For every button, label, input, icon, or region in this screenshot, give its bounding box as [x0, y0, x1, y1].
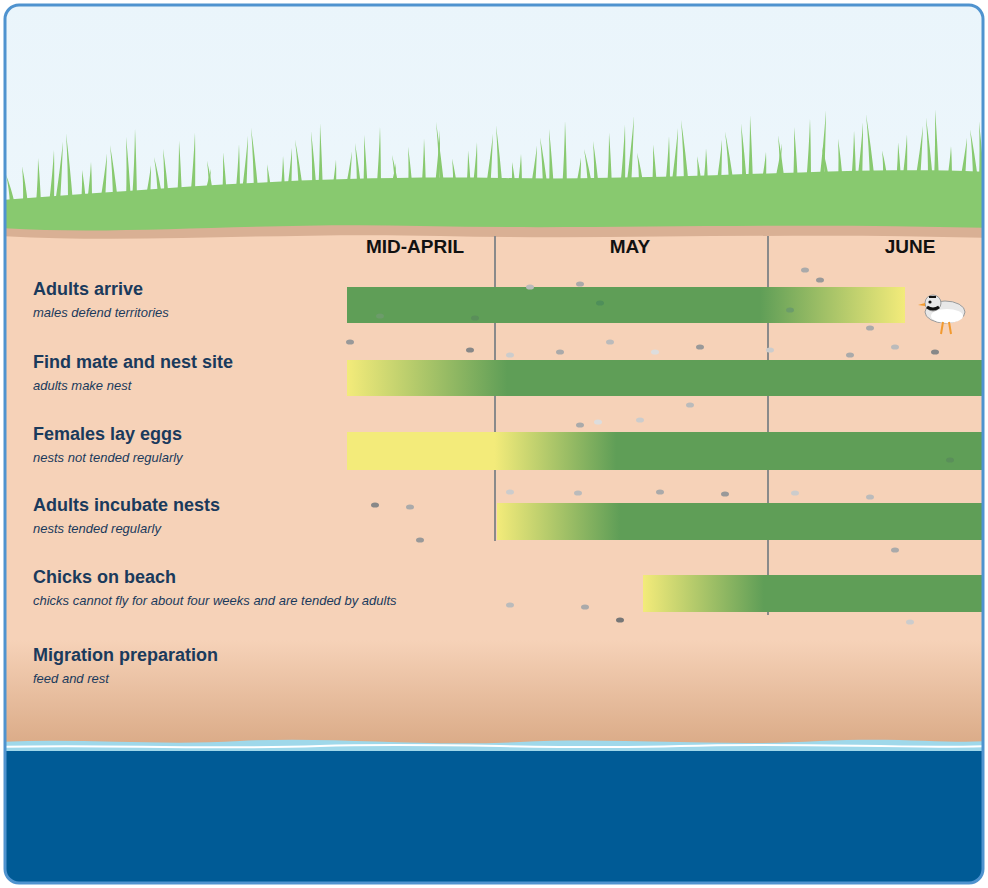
stage-heading: Migration preparation	[33, 645, 218, 666]
stage-heading: Adults incubate nests	[33, 495, 220, 516]
stage-heading: Adults arrive	[33, 279, 143, 300]
stage-heading: Find mate and nest site	[33, 352, 233, 373]
stage-note: nests tended regularly	[33, 521, 161, 536]
stage-note: chicks cannot fly for about four weeks a…	[33, 593, 397, 608]
stage-note: adults make nest	[33, 378, 131, 393]
stage-heading: Chicks on beach	[33, 567, 176, 588]
month-header: MID-APRIL	[366, 236, 464, 258]
stage-heading: Females lay eggs	[33, 424, 182, 445]
month-header: MAY	[610, 236, 650, 258]
stage-note: males defend territories	[33, 305, 169, 320]
stage-note: nests not tended regularly	[33, 450, 183, 465]
month-header: JUNE	[885, 236, 936, 258]
stage-note: feed and rest	[33, 671, 109, 686]
